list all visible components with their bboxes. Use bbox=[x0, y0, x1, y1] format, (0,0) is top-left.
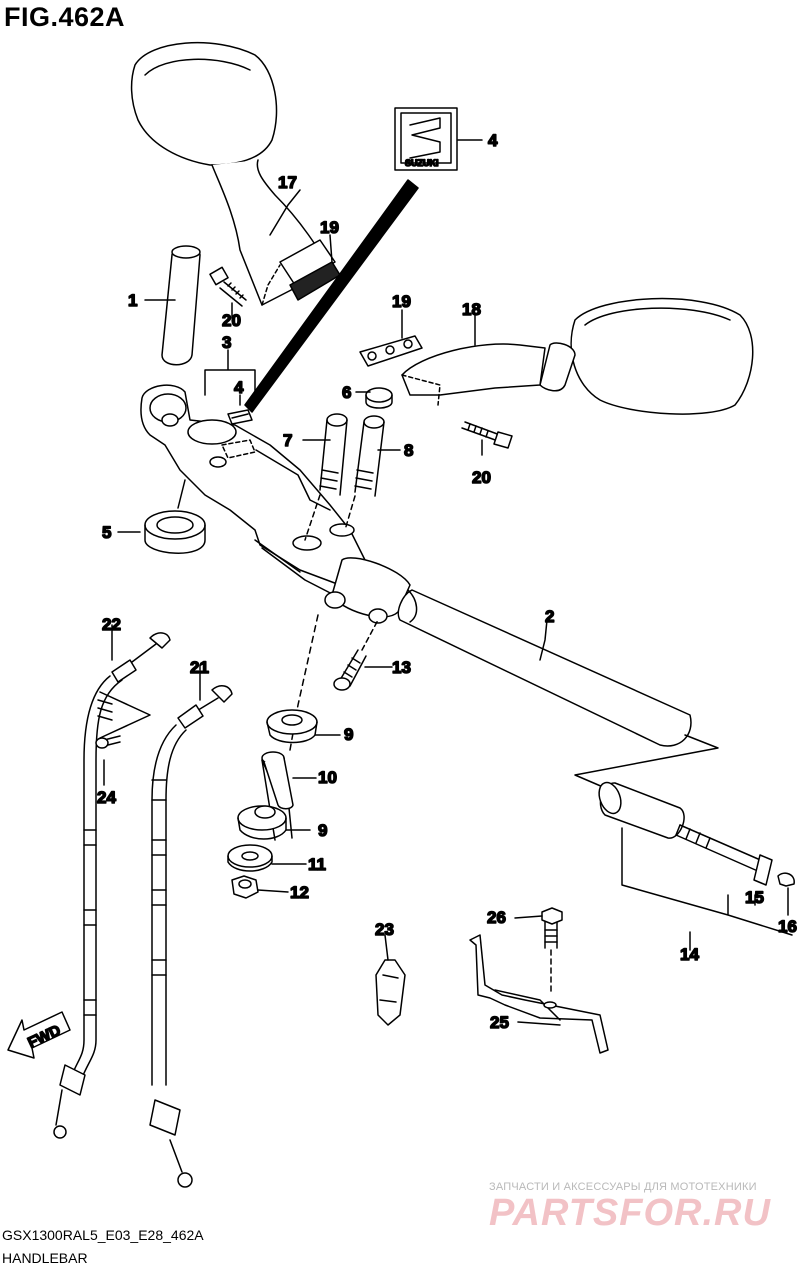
emblem-text: SUZUKI bbox=[405, 158, 439, 168]
part-number-14: 14 bbox=[680, 945, 699, 964]
bar-end-weight bbox=[598, 781, 685, 839]
rubber-19-right bbox=[359, 335, 423, 367]
grip-left bbox=[161, 245, 201, 366]
watermark-logo: PARTSFOR.RU bbox=[489, 1192, 771, 1234]
suzuki-emblem: SUZUKI bbox=[394, 107, 458, 171]
holder-23 bbox=[375, 959, 406, 1026]
bolt-7 bbox=[319, 413, 348, 496]
bolt-20-left bbox=[209, 266, 247, 307]
part-number-25: 25 bbox=[490, 1013, 509, 1032]
mirror-right bbox=[401, 297, 754, 415]
figure-title: FIG.462A bbox=[4, 2, 126, 32]
part-number-1: 1 bbox=[128, 291, 137, 310]
part-number-15: 15 bbox=[745, 888, 764, 907]
part-number-16: 16 bbox=[778, 917, 797, 936]
bar-end-screw bbox=[675, 824, 795, 887]
part-number-4-label: 4 bbox=[234, 378, 244, 397]
handlebar-tube bbox=[324, 557, 692, 747]
part-number-13: 13 bbox=[392, 658, 411, 677]
model-code: GSX1300RAL5_E03_E28_462A bbox=[2, 1227, 204, 1243]
label-patch bbox=[227, 409, 253, 425]
part-number-21: 21 bbox=[190, 658, 209, 677]
washer-11 bbox=[227, 844, 273, 872]
leader-lines bbox=[111, 139, 756, 1026]
bracket-25 bbox=[469, 934, 609, 1054]
part-number-10: 10 bbox=[318, 768, 337, 787]
part-number-5: 5 bbox=[102, 523, 111, 542]
mirror-left bbox=[130, 41, 341, 306]
part-number-12: 12 bbox=[290, 883, 309, 902]
part-number-19-left: 19 bbox=[320, 218, 339, 237]
part-number-6: 6 bbox=[342, 383, 351, 402]
handlebar-bridge bbox=[140, 384, 366, 599]
leader-13 bbox=[361, 619, 379, 651]
bolt-leader-7 bbox=[304, 494, 321, 541]
part-number-20-left: 20 bbox=[222, 311, 241, 330]
rubber-5 bbox=[144, 510, 206, 554]
bolt-leader-8 bbox=[344, 495, 356, 531]
nut-12 bbox=[231, 875, 259, 899]
part-number-23: 23 bbox=[375, 920, 394, 939]
break-line bbox=[574, 734, 719, 791]
part-number-4-emblem: 4 bbox=[488, 131, 498, 150]
part-number-11: 11 bbox=[308, 855, 326, 874]
center-axis bbox=[289, 614, 319, 751]
part-number-22: 22 bbox=[102, 615, 121, 634]
cable-21 bbox=[149, 685, 233, 1188]
section-name: HANDLEBAR bbox=[2, 1250, 88, 1266]
part-number-7: 7 bbox=[283, 431, 292, 450]
part-number-3: 3 bbox=[222, 333, 231, 352]
emblem-arrow bbox=[244, 179, 419, 413]
cap-6 bbox=[365, 387, 393, 409]
bolt-26 bbox=[541, 907, 563, 949]
part-number-9-lower: 9 bbox=[318, 821, 327, 840]
part-number-8: 8 bbox=[404, 441, 413, 460]
bolt-20-right bbox=[461, 421, 513, 449]
rubber-9-lower bbox=[237, 805, 287, 840]
part-number-19-right: 19 bbox=[392, 292, 411, 311]
part-number-18: 18 bbox=[462, 300, 481, 319]
cable-22 bbox=[53, 632, 171, 1139]
part-number-9-upper: 9 bbox=[344, 725, 353, 744]
fwd-arrow: FWD bbox=[7, 1011, 71, 1059]
part-number-20-right: 20 bbox=[472, 468, 491, 487]
part-number-2: 2 bbox=[545, 607, 554, 626]
bracket-14-15 bbox=[621, 827, 793, 936]
watermark-tagline: ЗАПЧАСТИ И АКСЕССУАРЫ ДЛЯ МОТОТЕХНИКИ bbox=[489, 1181, 757, 1193]
bolt-8 bbox=[354, 415, 385, 497]
part-number-24: 24 bbox=[97, 788, 116, 807]
screw-24 bbox=[95, 735, 121, 749]
bolt-13 bbox=[333, 649, 367, 691]
part-number-26: 26 bbox=[487, 908, 506, 927]
part-number-17: 17 bbox=[278, 173, 297, 192]
